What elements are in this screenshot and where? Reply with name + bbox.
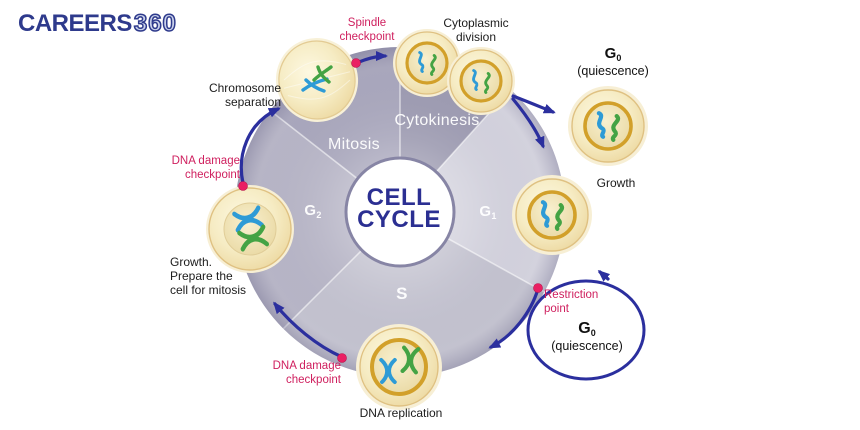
cytoplasmic-division-line1: Cytoplasmic [443,16,509,30]
cytoplasmic-division-label: Cytoplasmic division [443,16,508,44]
dna-damage-checkpoint-dot-bottom [337,353,347,363]
logo-suffix-text: 360 [133,9,177,38]
restriction-point-dot [533,283,543,293]
growth-prepare-line2: Prepare the [170,269,233,284]
checkpoint-dots [238,58,543,363]
arrow-cytokinesis-to-g0 [511,94,556,114]
dna-damage-bottom-line1: DNA damage [272,360,341,372]
logo-brand-text: CAREERS [18,10,132,37]
center-title: CELL CYCLE [357,184,441,233]
dna-damage-checkpoint-bottom-label: DNA damage checkpoint [273,360,341,387]
phase-label-s: S [396,284,408,303]
dna-damage-left-line1: DNA damage [171,155,240,167]
spindle-checkpoint-line1: Spindle [347,17,387,29]
growth-prepare-label: Growth. Prepare the cell for mitosis [170,255,246,297]
dna-replication-label: DNA replication [359,406,443,420]
arrow-restriction-to-s [488,287,540,349]
g0-top-label: G0 (quiescence) [577,45,649,78]
g1-sub: 1 [491,211,497,221]
dna-damage-left-line2: checkpoint [185,168,240,181]
g2-cell [206,185,294,273]
g0-loop-caption: (quiescence) [551,338,623,353]
cycle-wheel [234,47,565,378]
g0-loop-symbol: G0 [551,320,623,339]
g0-quiescence-loop [526,279,646,381]
phase-label-mitosis: Mitosis [328,136,380,153]
center-disc [344,156,456,268]
g0-loop-arrow-tip [597,270,611,282]
spindle-checkpoint-dot [351,58,361,68]
arrow-cytokinesis-to-growth [511,97,545,149]
arrow-g2-to-mitosis [239,107,281,185]
g0-top-sub: 0 [616,53,622,63]
spindle-fibers-icon [283,60,351,100]
phase-label-cytokinesis: Cytokinesis [394,112,480,129]
g2-base: G [304,202,317,219]
dna-damage-checkpoint-dot-left [238,181,248,191]
spindle-checkpoint-line2: checkpoint [339,30,395,43]
center-title-line2: CYCLE [357,206,441,233]
chromosome-separation-label: Chromosome separation [209,81,281,109]
restriction-point-line1: Restriction [544,289,599,301]
restriction-point-label: Restriction point [544,289,598,316]
dividing-cells [393,29,515,115]
g0-top-caption: (quiescence) [577,63,649,78]
arrow-s-to-g2 [273,301,344,359]
growth-prepare-line3: cell for mitosis [170,283,247,298]
g0-loop-label: G0 (quiescence) [551,320,623,354]
growth-prepare-line1: Growth. [170,255,213,269]
g1-base: G [479,203,492,220]
restriction-point-line2: point [544,302,569,315]
center-title-line1: CELL [366,184,432,211]
chromosome-separation-line2: separation [224,95,281,110]
spindle-checkpoint-label: Spindle checkpoint [340,17,395,44]
mitosis-cell [275,38,359,122]
chromosome-separation-line1: Chromosome [208,81,281,95]
g2-sub: 2 [316,210,322,220]
growth-label: Growth [596,176,636,190]
g0-loop-sub: 0 [590,328,596,338]
daughter-cell-2 [447,47,515,115]
phase-label-g1: G1 [479,203,496,221]
g0-cell [568,86,648,166]
metaphase-chromosomes-icon [301,65,333,93]
g0-loop-base: G [578,320,591,337]
dna-damage-checkpoint-left-label: DNA damage checkpoint [172,155,240,182]
dna-replication-cell [356,324,442,410]
arrow-mitosis-to-cytokinesis [357,51,388,64]
cytoplasmic-division-line2: division [455,30,497,45]
growth-cell [512,175,592,255]
careers360-logo: CAREERS360 [18,9,177,38]
phase-label-g2: G2 [304,202,321,220]
dna-damage-bottom-line2: checkpoint [286,373,341,386]
g0-top-base: G [604,45,617,62]
g0-top-symbol: G0 [577,45,649,64]
cycle-arrows [239,51,646,381]
daughter-cell-1 [393,29,461,97]
